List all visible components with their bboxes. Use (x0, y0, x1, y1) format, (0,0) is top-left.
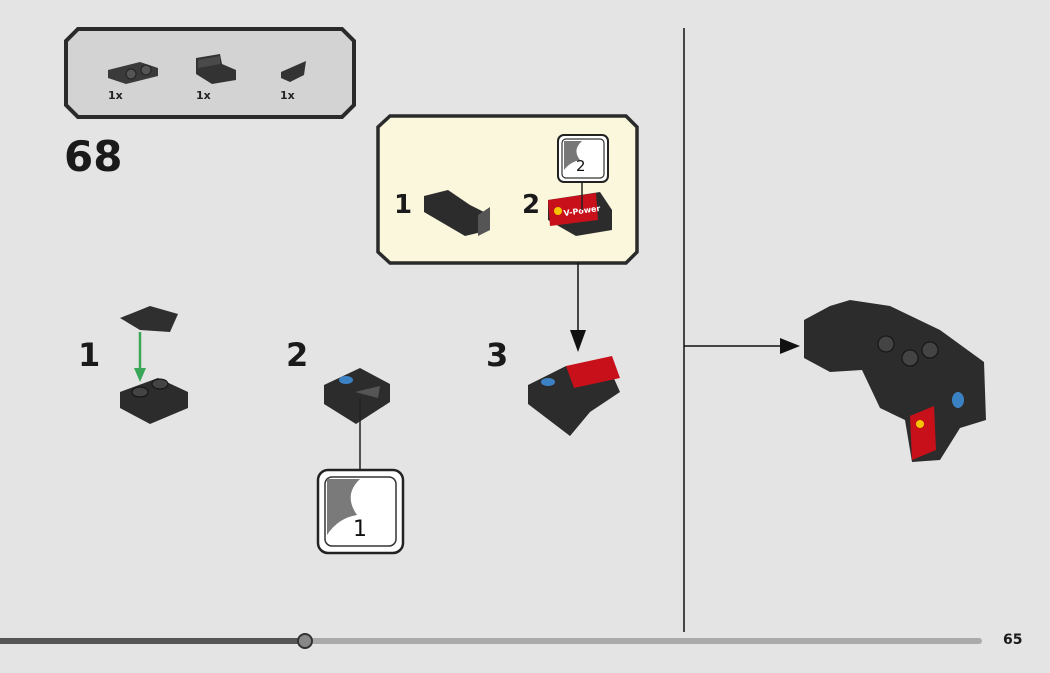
progress-bar (0, 633, 982, 649)
assembly-step-3 (528, 356, 620, 436)
substep-2: 2 (286, 336, 309, 374)
part-quantity: 1x (108, 89, 123, 102)
bracket-plate-1x2-icon (108, 62, 158, 84)
panel-1x2-icon (196, 54, 236, 84)
progress-knob (297, 633, 313, 649)
panel-with-sticker-part: V-Power (548, 192, 612, 236)
substep-3: 3 (486, 336, 509, 374)
assembly-step-2 (324, 368, 390, 424)
wedge-plate-icon (281, 61, 306, 82)
substep-1: 1 (78, 336, 101, 374)
part-quantity: 1x (280, 89, 295, 102)
sticker-2-icon (557, 134, 609, 183)
panel-part (424, 190, 490, 236)
sticker-number: 1 (353, 517, 367, 542)
callout-substep-2: 2 (522, 190, 541, 220)
sticker-1-icon (316, 468, 405, 555)
callout-substep-1: 1 (394, 190, 413, 220)
result-assembly (804, 300, 986, 462)
step-number: 68 (64, 132, 123, 181)
wedge-plate-part (120, 306, 178, 332)
part-quantity: 1x (196, 89, 211, 102)
page-number: 65 (1003, 632, 1023, 648)
bracket-plate-part (120, 378, 188, 424)
sticker-number: 2 (576, 157, 586, 175)
